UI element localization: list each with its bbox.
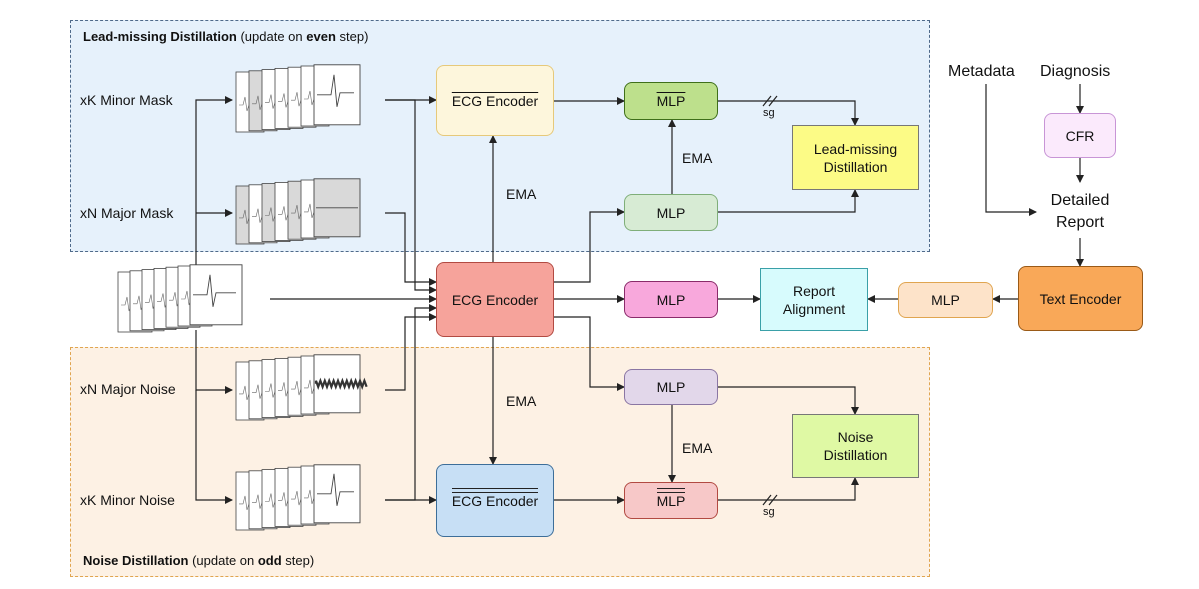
mask-minor-to-enc-main [385,99,437,294]
minor-noise-label: xK Minor Noise [80,492,175,508]
enc-main-to-mlp-top [554,208,625,283]
sg-label-top: sg [763,107,775,119]
original-ecg-stack [117,264,243,333]
ecg-encoder-main: ECG Encoder [436,262,554,337]
detailed-report-label: Detailed Report [1050,192,1110,231]
noise-region: Noise Distillation (update on odd step) [70,347,930,577]
ecg-front-sheet [313,464,361,524]
ema-label-mlp-top: EMA [682,150,713,166]
mlp-bottom-ema-to-noise [718,477,859,501]
branch-line [195,390,233,504]
ecg-encoder-bottom: ECG Encoder [436,464,554,537]
mlp-top-ema: MLP [624,82,718,120]
mlp-top: MLP [624,194,718,231]
major-mask-label: xN Major Mask [80,205,174,221]
mlp-main: MLP [624,281,718,318]
ecg-encoder-top: ECG Encoder [436,65,554,136]
mlp-text: MLP [898,282,993,318]
minor-mask-ecg-stack [235,64,361,133]
branch-line [195,330,233,394]
branch-line [195,96,233,265]
mlp-top-to-lead [718,189,859,213]
mlp-bottom-ema: MLP [624,482,718,519]
mask-major-to-enc-main [385,212,437,286]
diagnosis-label: Diagnosis [1040,63,1111,80]
mlp-bottom: MLP [624,369,718,405]
sg-slash [762,95,772,107]
noise-distillation: Noise Distillation [792,414,919,478]
noise-region-title: Noise Distillation (update on odd step) [83,553,315,568]
mlp-bottom-to-noise [718,386,859,415]
noise-major-to-enc-main [385,313,437,391]
sg-slash [762,494,772,506]
lead-missing-distillation: Lead-missing Distillation [792,125,919,190]
major-noise-label: xN Major Noise [80,381,176,397]
lead-missing-region-title: Lead-missing Distillation (update on eve… [83,29,369,44]
cfr-box: CFR [1044,113,1116,158]
minor-noise-ecg-stack [235,464,361,531]
metadata-label: Metadata [948,63,1015,80]
ema-label-enc-top: EMA [506,186,537,202]
major-noise-ecg-stack [235,354,368,421]
report-alignment: Report Alignment [760,268,868,331]
mlp-top-ema-to-lead [718,100,859,126]
ema-label-mlp-bottom: EMA [682,440,713,456]
metadata-to-report [985,84,1037,216]
text-encoder: Text Encoder [1018,266,1143,331]
sg-label-bottom: sg [763,506,775,518]
sg-slash [768,95,778,107]
enc-main-to-mlp-bottom [554,316,625,391]
sg-slash [768,494,778,506]
minor-mask-label: xK Minor Mask [80,92,173,108]
ema-label-enc-bottom: EMA [506,393,537,409]
major-mask-ecg-stack [235,178,361,245]
noise-minor-to-enc-main [385,304,437,501]
